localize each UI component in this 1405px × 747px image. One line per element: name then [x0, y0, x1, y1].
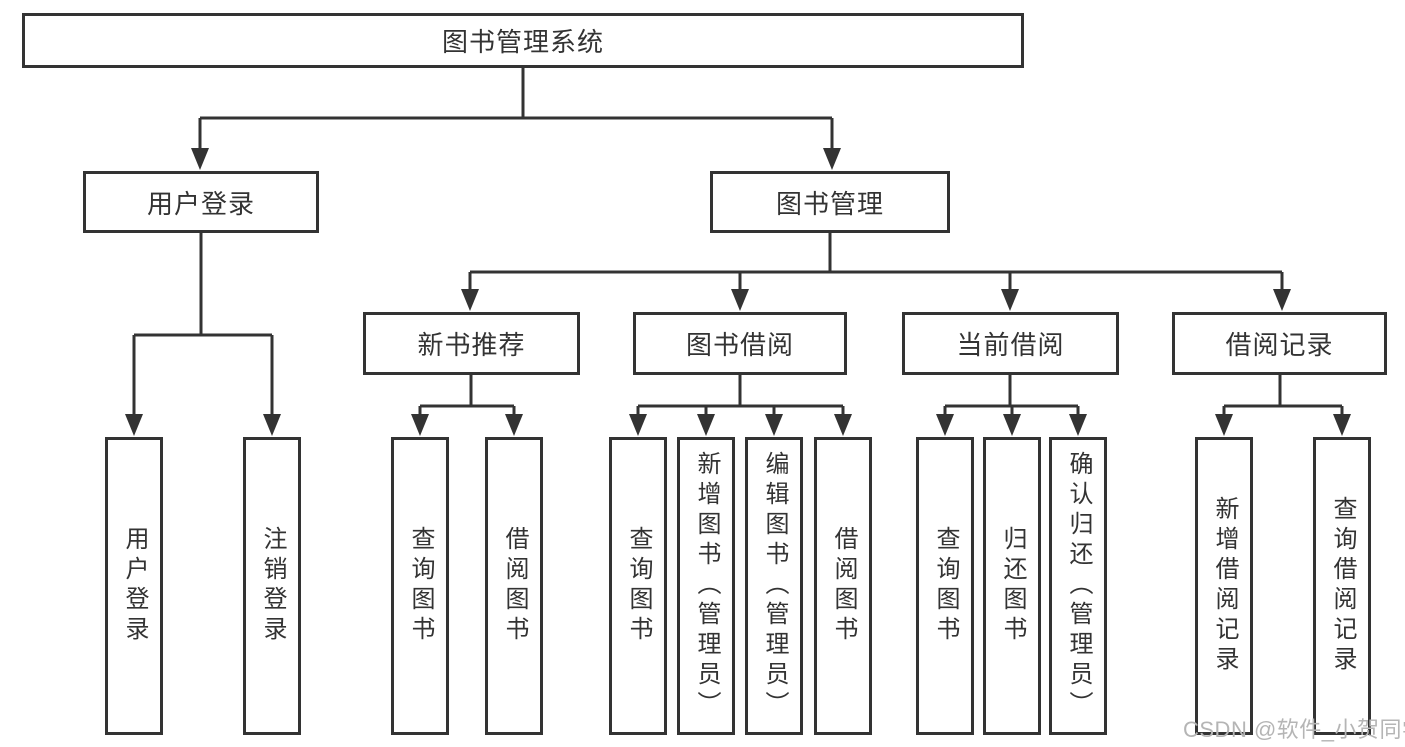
leaf-borrow-book-2: 借阅图书 [814, 437, 872, 735]
arrowheads [125, 148, 1351, 436]
node-borrow-record: 借阅记录 [1172, 312, 1387, 375]
leaf-query-book-3: 查询图书 [916, 437, 974, 735]
leaf-confirm-return-admin: 确认归还（管理员） [1049, 437, 1107, 735]
node-user-login: 用户登录 [83, 171, 319, 233]
node-label: 新增借阅记录 [1211, 496, 1238, 676]
node-label: 注销登录 [259, 526, 286, 646]
node-label: 借阅记录 [1225, 330, 1334, 360]
node-current-borrow: 当前借阅 [902, 312, 1119, 375]
node-label: 借阅图书 [501, 526, 528, 646]
node-label: 查询借阅记录 [1329, 496, 1356, 676]
node-label: 图书借阅 [685, 330, 794, 360]
node-new-book-recommend: 新书推荐 [363, 312, 580, 375]
leaf-query-book-2: 查询图书 [609, 437, 667, 735]
node-book-borrow: 图书借阅 [633, 312, 847, 375]
leaf-query-borrow-record: 查询借阅记录 [1313, 437, 1371, 735]
node-label: 当前借阅 [956, 330, 1065, 360]
leaf-user-login: 用户登录 [105, 437, 163, 735]
node-label: 图书管理系统 [441, 27, 604, 57]
node-label: 查询图书 [407, 526, 434, 646]
node-label: 用户登录 [146, 188, 255, 219]
node-label: 图书管理 [775, 188, 884, 219]
watermark: CSDN @软件_小贺同学 [1183, 717, 1405, 742]
node-label: 用户登录 [121, 526, 148, 646]
node-label: 查询图书 [932, 526, 959, 646]
leaf-return-book: 归还图书 [983, 437, 1041, 735]
node-library-system: 图书管理系统 [22, 13, 1024, 68]
node-book-management: 图书管理 [710, 171, 950, 233]
leaf-logout: 注销登录 [243, 437, 301, 735]
node-label: 归还图书 [999, 526, 1026, 646]
node-label: 查询图书 [625, 526, 652, 646]
node-label: 借阅图书 [830, 526, 857, 646]
leaf-add-book-admin: 新增图书（管理员） [677, 437, 735, 735]
node-label: 新书推荐 [417, 330, 526, 360]
node-label: 编辑图书（管理员） [761, 451, 788, 721]
node-label: 确认归还（管理员） [1065, 451, 1092, 721]
leaf-query-book-1: 查询图书 [391, 437, 449, 735]
leaf-edit-book-admin: 编辑图书（管理员） [745, 437, 803, 735]
leaf-borrow-book-1: 借阅图书 [485, 437, 543, 735]
leaf-add-borrow-record: 新增借阅记录 [1195, 437, 1253, 735]
node-label: 新增图书（管理员） [693, 451, 720, 721]
